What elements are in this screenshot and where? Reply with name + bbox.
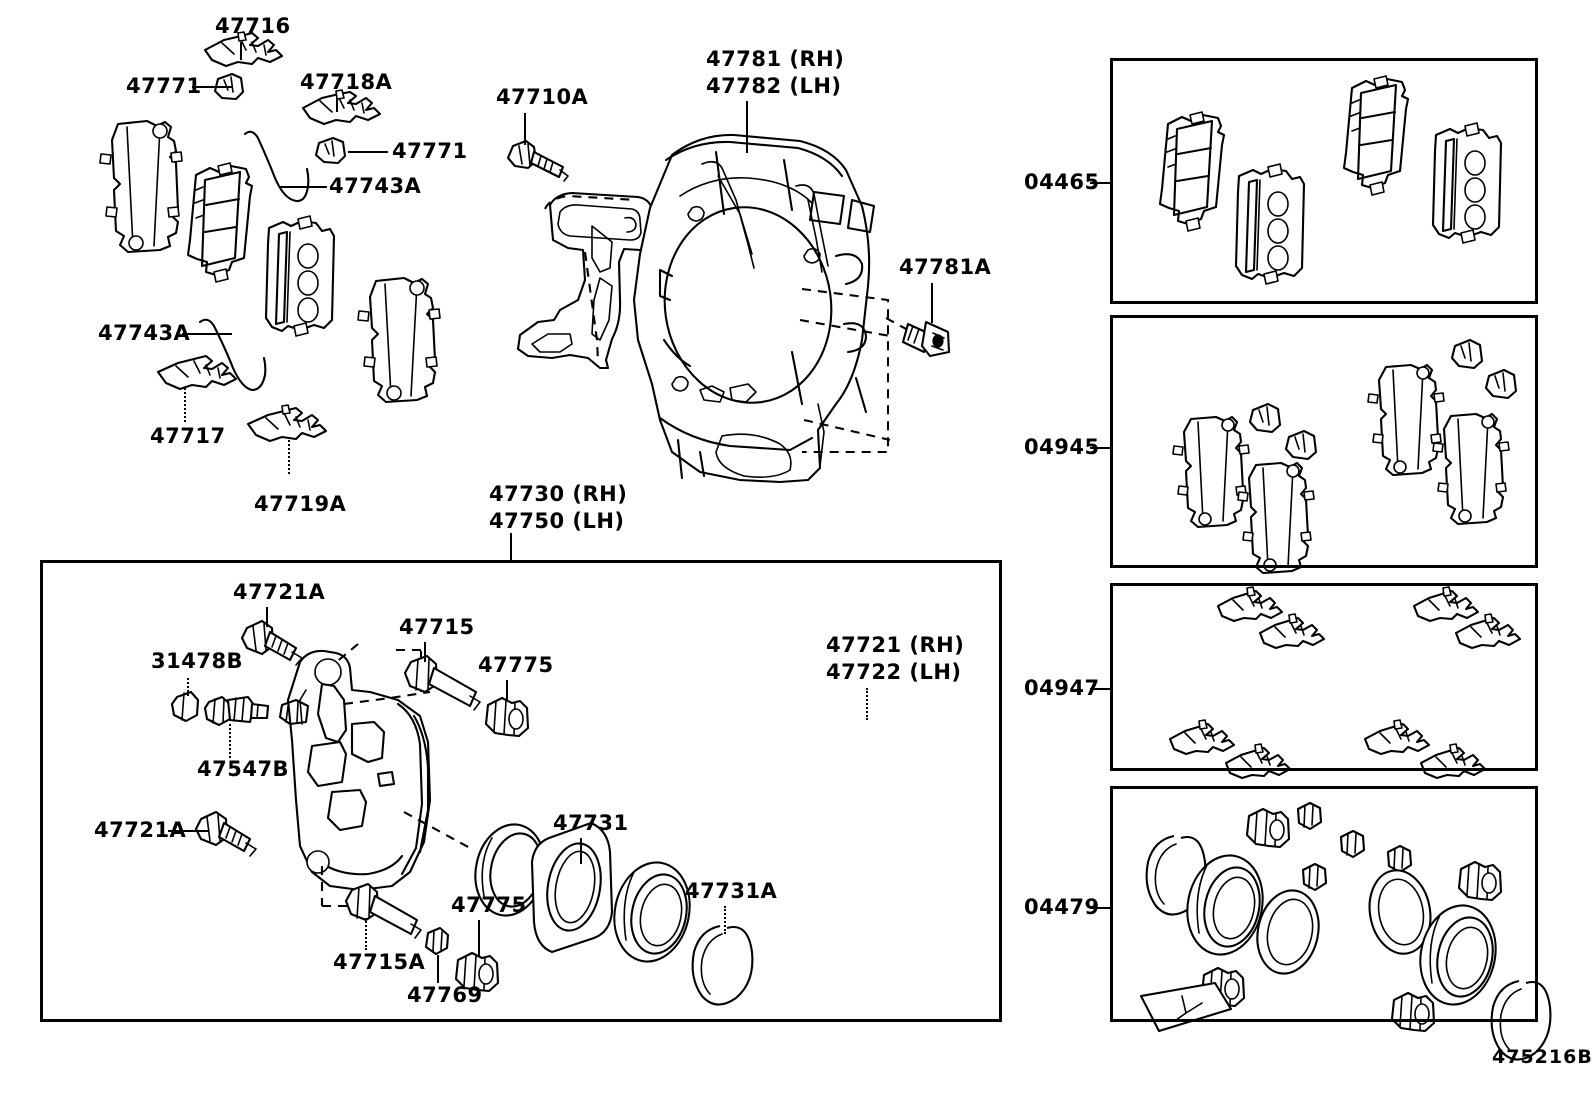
part-shape-pad-shim-holes xyxy=(264,215,336,337)
label-47771-right: 47771 xyxy=(392,139,468,163)
part-shape-47717 xyxy=(156,354,238,391)
part-shape-47775-upper xyxy=(484,696,530,738)
part-shape-caliper-bracket-upper xyxy=(516,191,656,370)
part-shape-47721A-upper-bolt xyxy=(240,619,303,666)
leader-04465 xyxy=(1090,182,1112,184)
part-shape-47716 xyxy=(203,31,284,68)
label-47769: 47769 xyxy=(407,983,483,1007)
leader-47547B xyxy=(229,724,231,758)
part-shape-47547B xyxy=(203,695,270,727)
label-47547B: 47547B xyxy=(197,757,290,781)
part-shape-47775-lower xyxy=(454,951,500,993)
label-47781A: 47781A xyxy=(899,255,992,279)
leader-47718A xyxy=(336,98,338,112)
leader-47717 xyxy=(184,388,186,422)
part-shape-47781A-bolt xyxy=(901,320,951,358)
label-47743A-lower: 47743A xyxy=(98,321,191,345)
part-shape-47715A-slide-pin xyxy=(344,882,422,939)
leader-04945 xyxy=(1090,447,1112,449)
leader-47771-right xyxy=(348,151,388,153)
part-shape-47719A xyxy=(246,404,328,443)
callout-dashed-caliper-to-bracket xyxy=(333,643,359,665)
leader-47775-upper xyxy=(506,680,508,700)
label-47731: 47731 xyxy=(553,811,629,835)
kit-label-04479: 04479 xyxy=(1024,895,1100,919)
leader-31478B xyxy=(187,678,189,696)
kit-04465-contents xyxy=(1158,75,1503,285)
callout-dashed-caliper-to-piston xyxy=(403,811,471,849)
leader-47743A-upper xyxy=(279,186,327,188)
label-47731A: 47731A xyxy=(685,879,778,903)
leader-47769 xyxy=(437,955,439,983)
figure-code: 475216B xyxy=(1492,1046,1592,1068)
label-47718A: 47718A xyxy=(300,70,393,94)
leader-47721-47722 xyxy=(866,688,868,720)
label-47721A-lower: 47721A xyxy=(94,818,187,842)
part-shape-47743A-lower xyxy=(198,318,267,392)
kit-panel-04479-box xyxy=(1110,786,1538,1022)
part-shape-47731A-ring xyxy=(691,924,754,1006)
label-31478B: 31478B xyxy=(151,649,244,673)
leader-47731 xyxy=(580,838,582,864)
label-47715A: 47715A xyxy=(333,950,426,974)
label-47719A: 47719A xyxy=(254,492,347,516)
label-47710A: 47710A xyxy=(496,85,589,109)
part-shape-47731-piston xyxy=(530,821,614,954)
part-shape-47769 xyxy=(424,926,450,956)
caliper-assembly-group-box xyxy=(40,560,1002,1022)
kit-panel-04947-box xyxy=(1110,583,1538,771)
kit-label-04947: 04947 xyxy=(1024,676,1100,700)
part-shape-31478B xyxy=(170,690,200,723)
leader-47775-lower xyxy=(478,920,480,956)
leader-47719A xyxy=(288,440,290,474)
part-shape-47710A-bolt xyxy=(506,139,569,182)
part-shape-pad-backing-right xyxy=(357,276,441,404)
kit-label-04945: 04945 xyxy=(1024,435,1100,459)
label-47771-upper: 47771 xyxy=(126,74,202,98)
leader-47710A xyxy=(524,113,526,145)
kit-panel-04945-box xyxy=(1110,315,1538,568)
leader-47771-upper xyxy=(192,86,232,88)
kit-label-04465: 04465 xyxy=(1024,170,1100,194)
part-shape-piston-seal xyxy=(613,861,691,963)
label-47721-47722: 47721 (RH) 47722 (LH) xyxy=(826,633,965,684)
label-47721A-upper: 47721A xyxy=(233,580,326,604)
part-shape-pad-backing-left xyxy=(99,119,183,254)
part-shape-dust-cover xyxy=(632,133,876,484)
kit-04945-contents xyxy=(1172,338,1518,575)
label-47717: 47717 xyxy=(150,424,226,448)
callout-dashed-47781A xyxy=(799,287,909,454)
label-47775-lower: 47775 xyxy=(451,893,527,917)
part-shape-47718A xyxy=(301,89,382,126)
leader-04479 xyxy=(1090,907,1112,909)
part-shape-47721A-lower-bolt xyxy=(194,810,257,857)
leader-47721A-upper xyxy=(266,607,268,627)
leader-47781A xyxy=(931,283,933,323)
leader-47743A-lower xyxy=(182,333,232,335)
kit-panel-04465-box xyxy=(1110,58,1538,304)
label-47743A-upper: 47743A xyxy=(329,174,422,198)
leader-47730-47750 xyxy=(510,533,512,561)
leader-04947 xyxy=(1090,688,1112,690)
leader-47721A-lower xyxy=(168,830,208,832)
label-47716: 47716 xyxy=(215,14,291,38)
label-47715: 47715 xyxy=(399,615,475,639)
part-shape-47743A-upper xyxy=(243,130,310,203)
part-shape-piston-dust-seal xyxy=(474,823,546,917)
leader-47715A xyxy=(365,918,367,950)
leader-47716 xyxy=(240,42,242,60)
label-47781-47782: 47781 (RH) 47782 (LH) xyxy=(706,47,845,98)
kit-04479-contents xyxy=(1139,801,1552,1061)
part-shape-47715-slide-pin xyxy=(403,654,481,711)
part-shape-47771-right xyxy=(314,136,347,165)
part-shape-caliper-body xyxy=(278,649,432,892)
label-47775-upper: 47775 xyxy=(478,653,554,677)
label-47730-47750: 47730 (RH) 47750 (LH) xyxy=(489,482,628,533)
leader-47715 xyxy=(424,642,426,662)
leader-47731A xyxy=(724,906,726,934)
leader-47781-47782 xyxy=(746,101,748,153)
part-shape-pad-friction-left xyxy=(186,162,254,283)
